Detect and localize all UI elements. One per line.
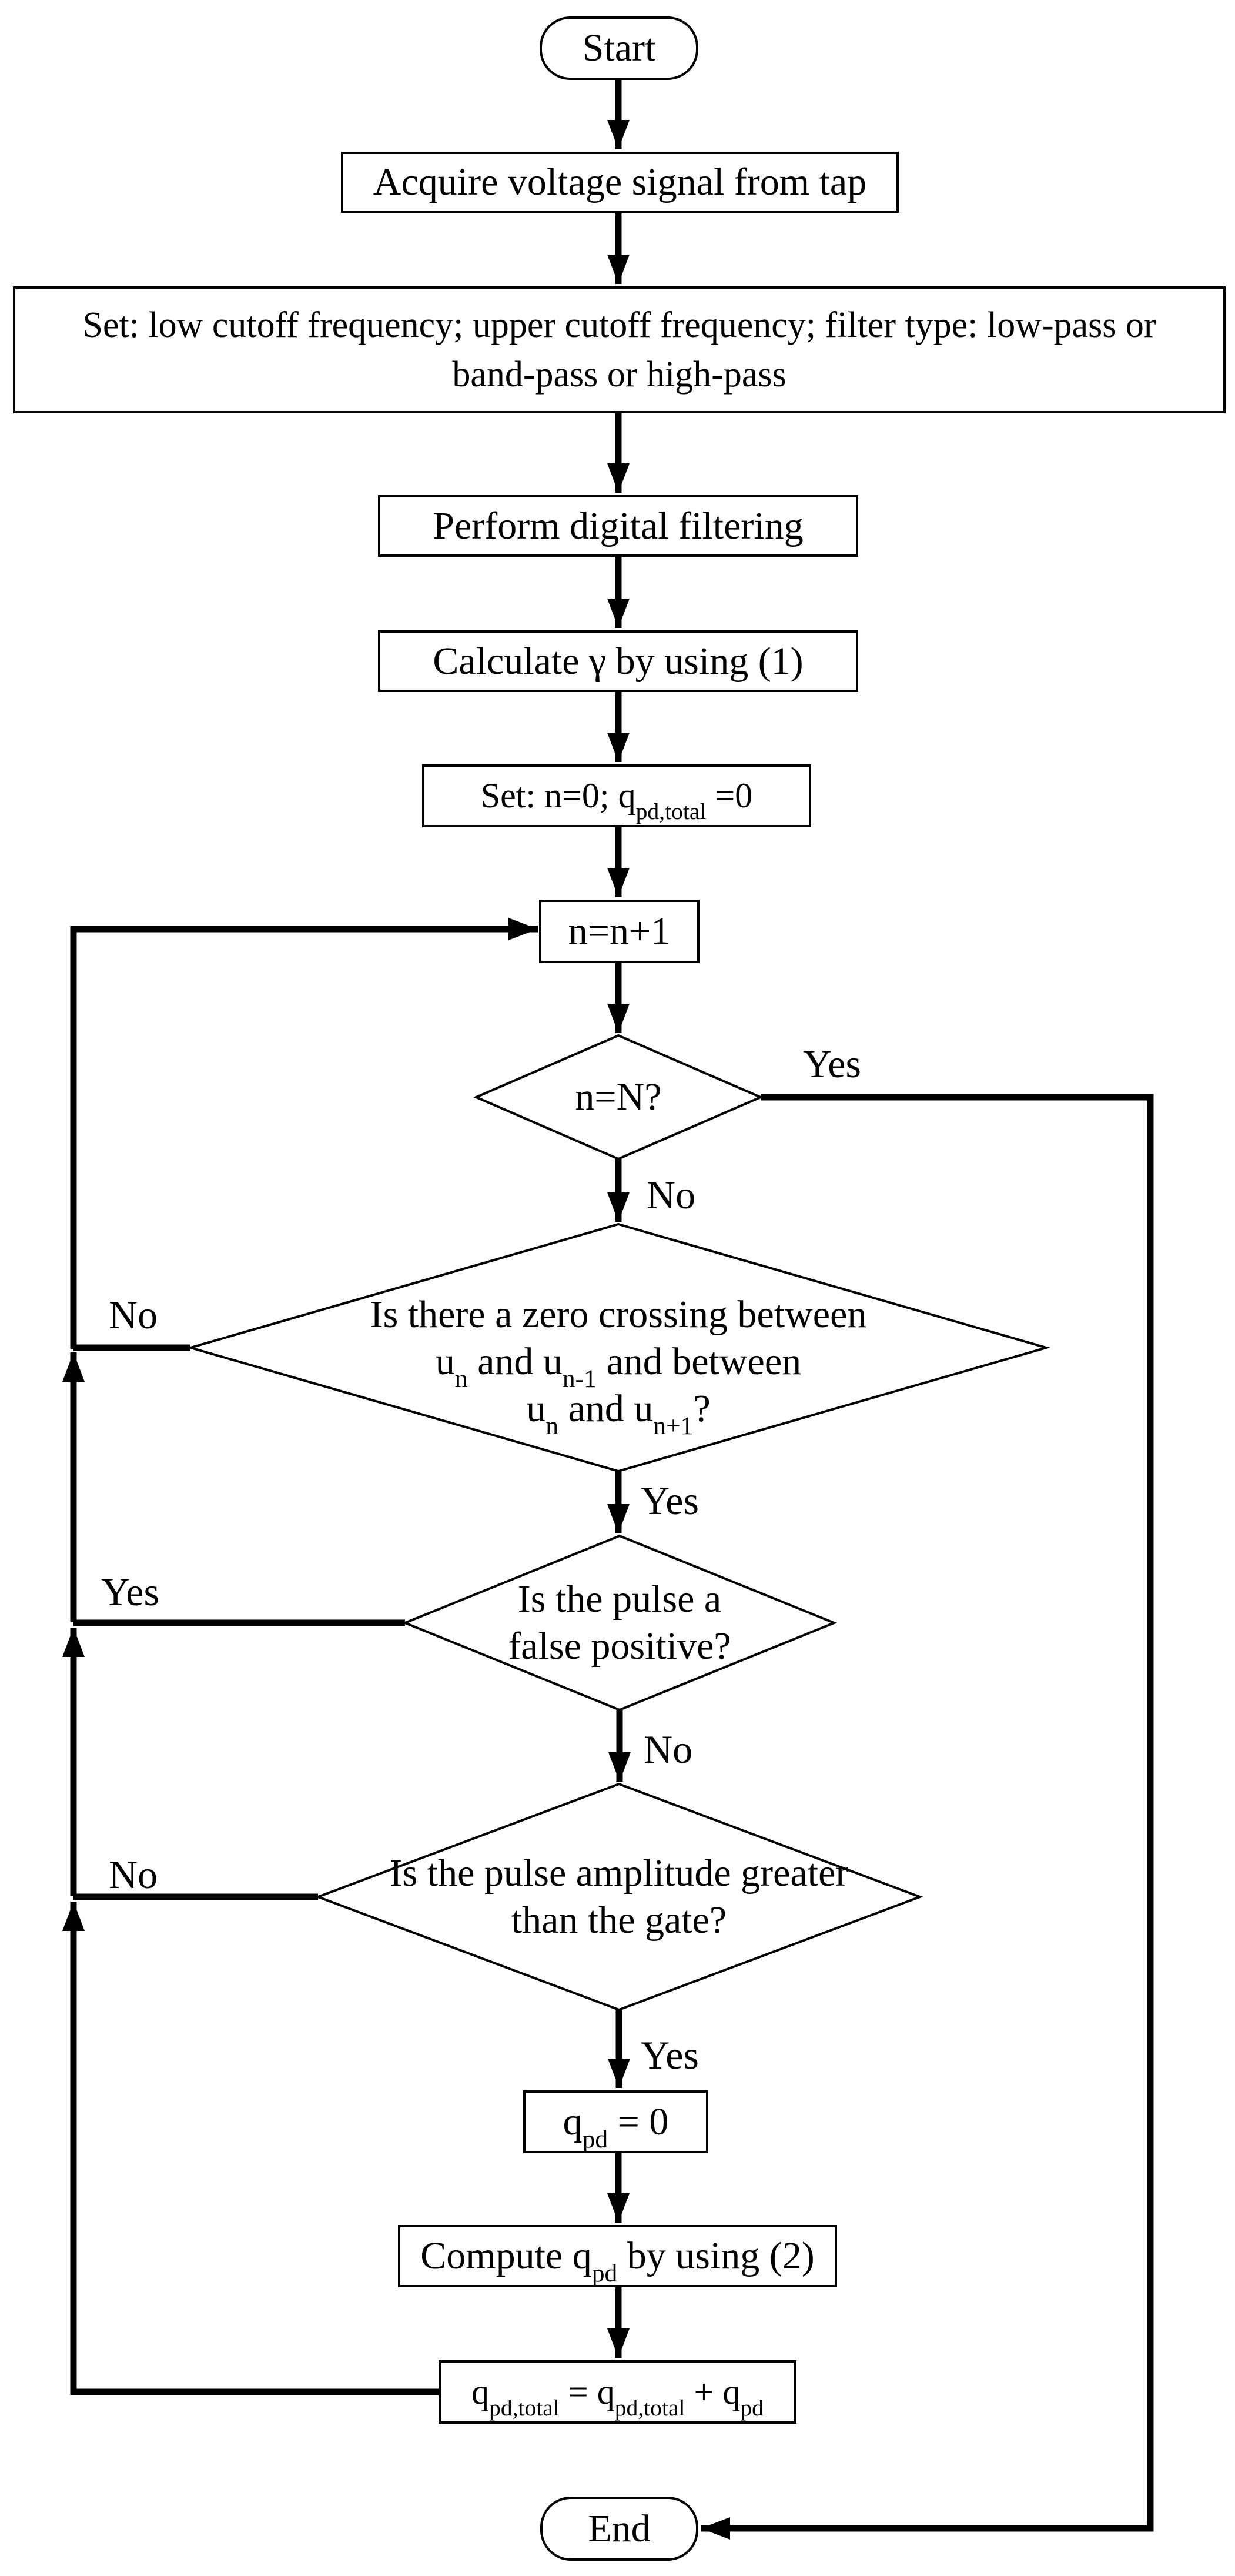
- zc-l3-sub-n: n: [545, 1412, 559, 1441]
- zc-l2-sub-n1: n-1: [562, 1365, 597, 1394]
- zc-l2-2: and u: [467, 1340, 563, 1383]
- accum-sub-3: pd,total: [614, 2394, 685, 2421]
- zc-l3-4: ?: [693, 1387, 711, 1430]
- compute-part-2: by using (2): [617, 2234, 815, 2278]
- init-part-2: =0: [706, 776, 753, 815]
- compute-label: Compute qpd by using (2): [420, 2234, 815, 2286]
- accum-part-2: = q: [559, 2372, 615, 2411]
- node-increment-n: n=n+1: [539, 900, 700, 963]
- label-checkn-yes: Yes: [803, 1041, 861, 1086]
- node-end: End: [540, 2497, 698, 2561]
- zero-crossing-line3: un and un+1?: [266, 1385, 971, 1439]
- check-n-question: n=N?: [575, 1075, 662, 1118]
- set-filter-line1: Set: low cutoff frequency; upper cutoff …: [82, 305, 1156, 345]
- zc-l3-0: u: [526, 1387, 546, 1430]
- zc-l3-sub-n1: n+1: [653, 1412, 694, 1441]
- accum-part-0: q: [471, 2372, 490, 2411]
- qpdzero-part-0: q: [563, 2100, 583, 2143]
- node-start: Start: [540, 16, 698, 80]
- acquire-label: Acquire voltage signal from tap: [373, 161, 867, 204]
- connector-accumulate-leftrail: [62, 1902, 439, 2395]
- zc-l2-4: and between: [596, 1340, 802, 1383]
- node-set-filter: Set: low cutoff frequency; upper cutoff …: [13, 286, 1226, 413]
- set-filter-line2: band-pass or high-pass: [452, 355, 786, 395]
- end-label: End: [588, 2507, 651, 2550]
- false-positive-question: Is the pulse a false positive?: [443, 1576, 796, 1670]
- zero-crossing-question: Is there a zero crossing between un and …: [266, 1291, 971, 1439]
- node-digital-filtering: Perform digital filtering: [378, 495, 858, 557]
- zc-l2-sub-n: n: [454, 1365, 468, 1394]
- qpdzero-sub-pd: pd: [582, 2124, 608, 2153]
- init-sub-pdtotal: pd,total: [635, 798, 707, 825]
- start-label: Start: [582, 26, 656, 70]
- init-part-0: Set: n=0; q: [480, 776, 636, 815]
- label-zerocross-no: No: [109, 1292, 158, 1337]
- node-accumulate-qpd: qpd,total = qpd,total + qpd: [439, 2360, 796, 2424]
- label-falsepos-yes: Yes: [101, 1569, 159, 1614]
- zero-crossing-line1: Is there a zero crossing between: [370, 1293, 867, 1336]
- qpdzero-part-2: = 0: [608, 2100, 669, 2143]
- calc-gamma-label: Calculate γ by using (1): [433, 639, 804, 683]
- connector-checkn-yes-end: [701, 1094, 1154, 2540]
- leftrail-into-increment: [70, 918, 538, 1349]
- node-compute-qpd: Compute qpd by using (2): [398, 2225, 837, 2287]
- init-label: Set: n=0; qpd,total =0: [480, 776, 753, 823]
- false-positive-line2: false positive?: [508, 1625, 731, 1668]
- label-checkn-no: No: [647, 1172, 696, 1217]
- amplitude-question: Is the pulse amplitude greater than the …: [325, 1850, 913, 1944]
- filtering-label: Perform digital filtering: [433, 504, 804, 547]
- increment-label: n=n+1: [568, 910, 671, 953]
- node-qpd-zero: qpd = 0: [523, 2090, 708, 2153]
- qpd-zero-label: qpd = 0: [563, 2100, 669, 2152]
- zero-crossing-line2: un and un-1 and between: [266, 1338, 971, 1392]
- accumulate-label: qpd,total = qpd,total + qpd: [471, 2372, 764, 2420]
- diamond-amplitude-gate: [314, 1782, 923, 2012]
- diamond-zero-crossing: [186, 1222, 1051, 1473]
- accum-part-4: + q: [685, 2372, 741, 2411]
- accum-sub-1: pd,total: [489, 2394, 560, 2421]
- diamond-check-n: [473, 1034, 764, 1161]
- compute-part-0: Compute q: [420, 2234, 592, 2278]
- false-positive-line1: Is the pulse a: [517, 1578, 722, 1621]
- label-falsepos-no: No: [644, 1727, 693, 1772]
- node-acquire-signal: Acquire voltage signal from tap: [341, 152, 899, 213]
- label-zerocross-yes: Yes: [641, 1478, 699, 1523]
- zc-l2-0: u: [435, 1340, 455, 1383]
- zc-l3-2: and u: [558, 1387, 654, 1430]
- amplitude-line1: Is the pulse amplitude greater: [389, 1852, 849, 1895]
- diamond-false-positive: [401, 1534, 838, 1712]
- node-init-counters: Set: n=0; qpd,total =0: [422, 764, 811, 827]
- label-amplitude-yes: Yes: [641, 2033, 699, 2077]
- label-amplitude-no: No: [109, 1852, 158, 1897]
- amplitude-line2: than the gate?: [511, 1899, 727, 1942]
- accum-sub-5: pd: [740, 2394, 764, 2421]
- node-calculate-gamma: Calculate γ by using (1): [378, 630, 858, 692]
- compute-sub-pd: pd: [591, 2259, 618, 2288]
